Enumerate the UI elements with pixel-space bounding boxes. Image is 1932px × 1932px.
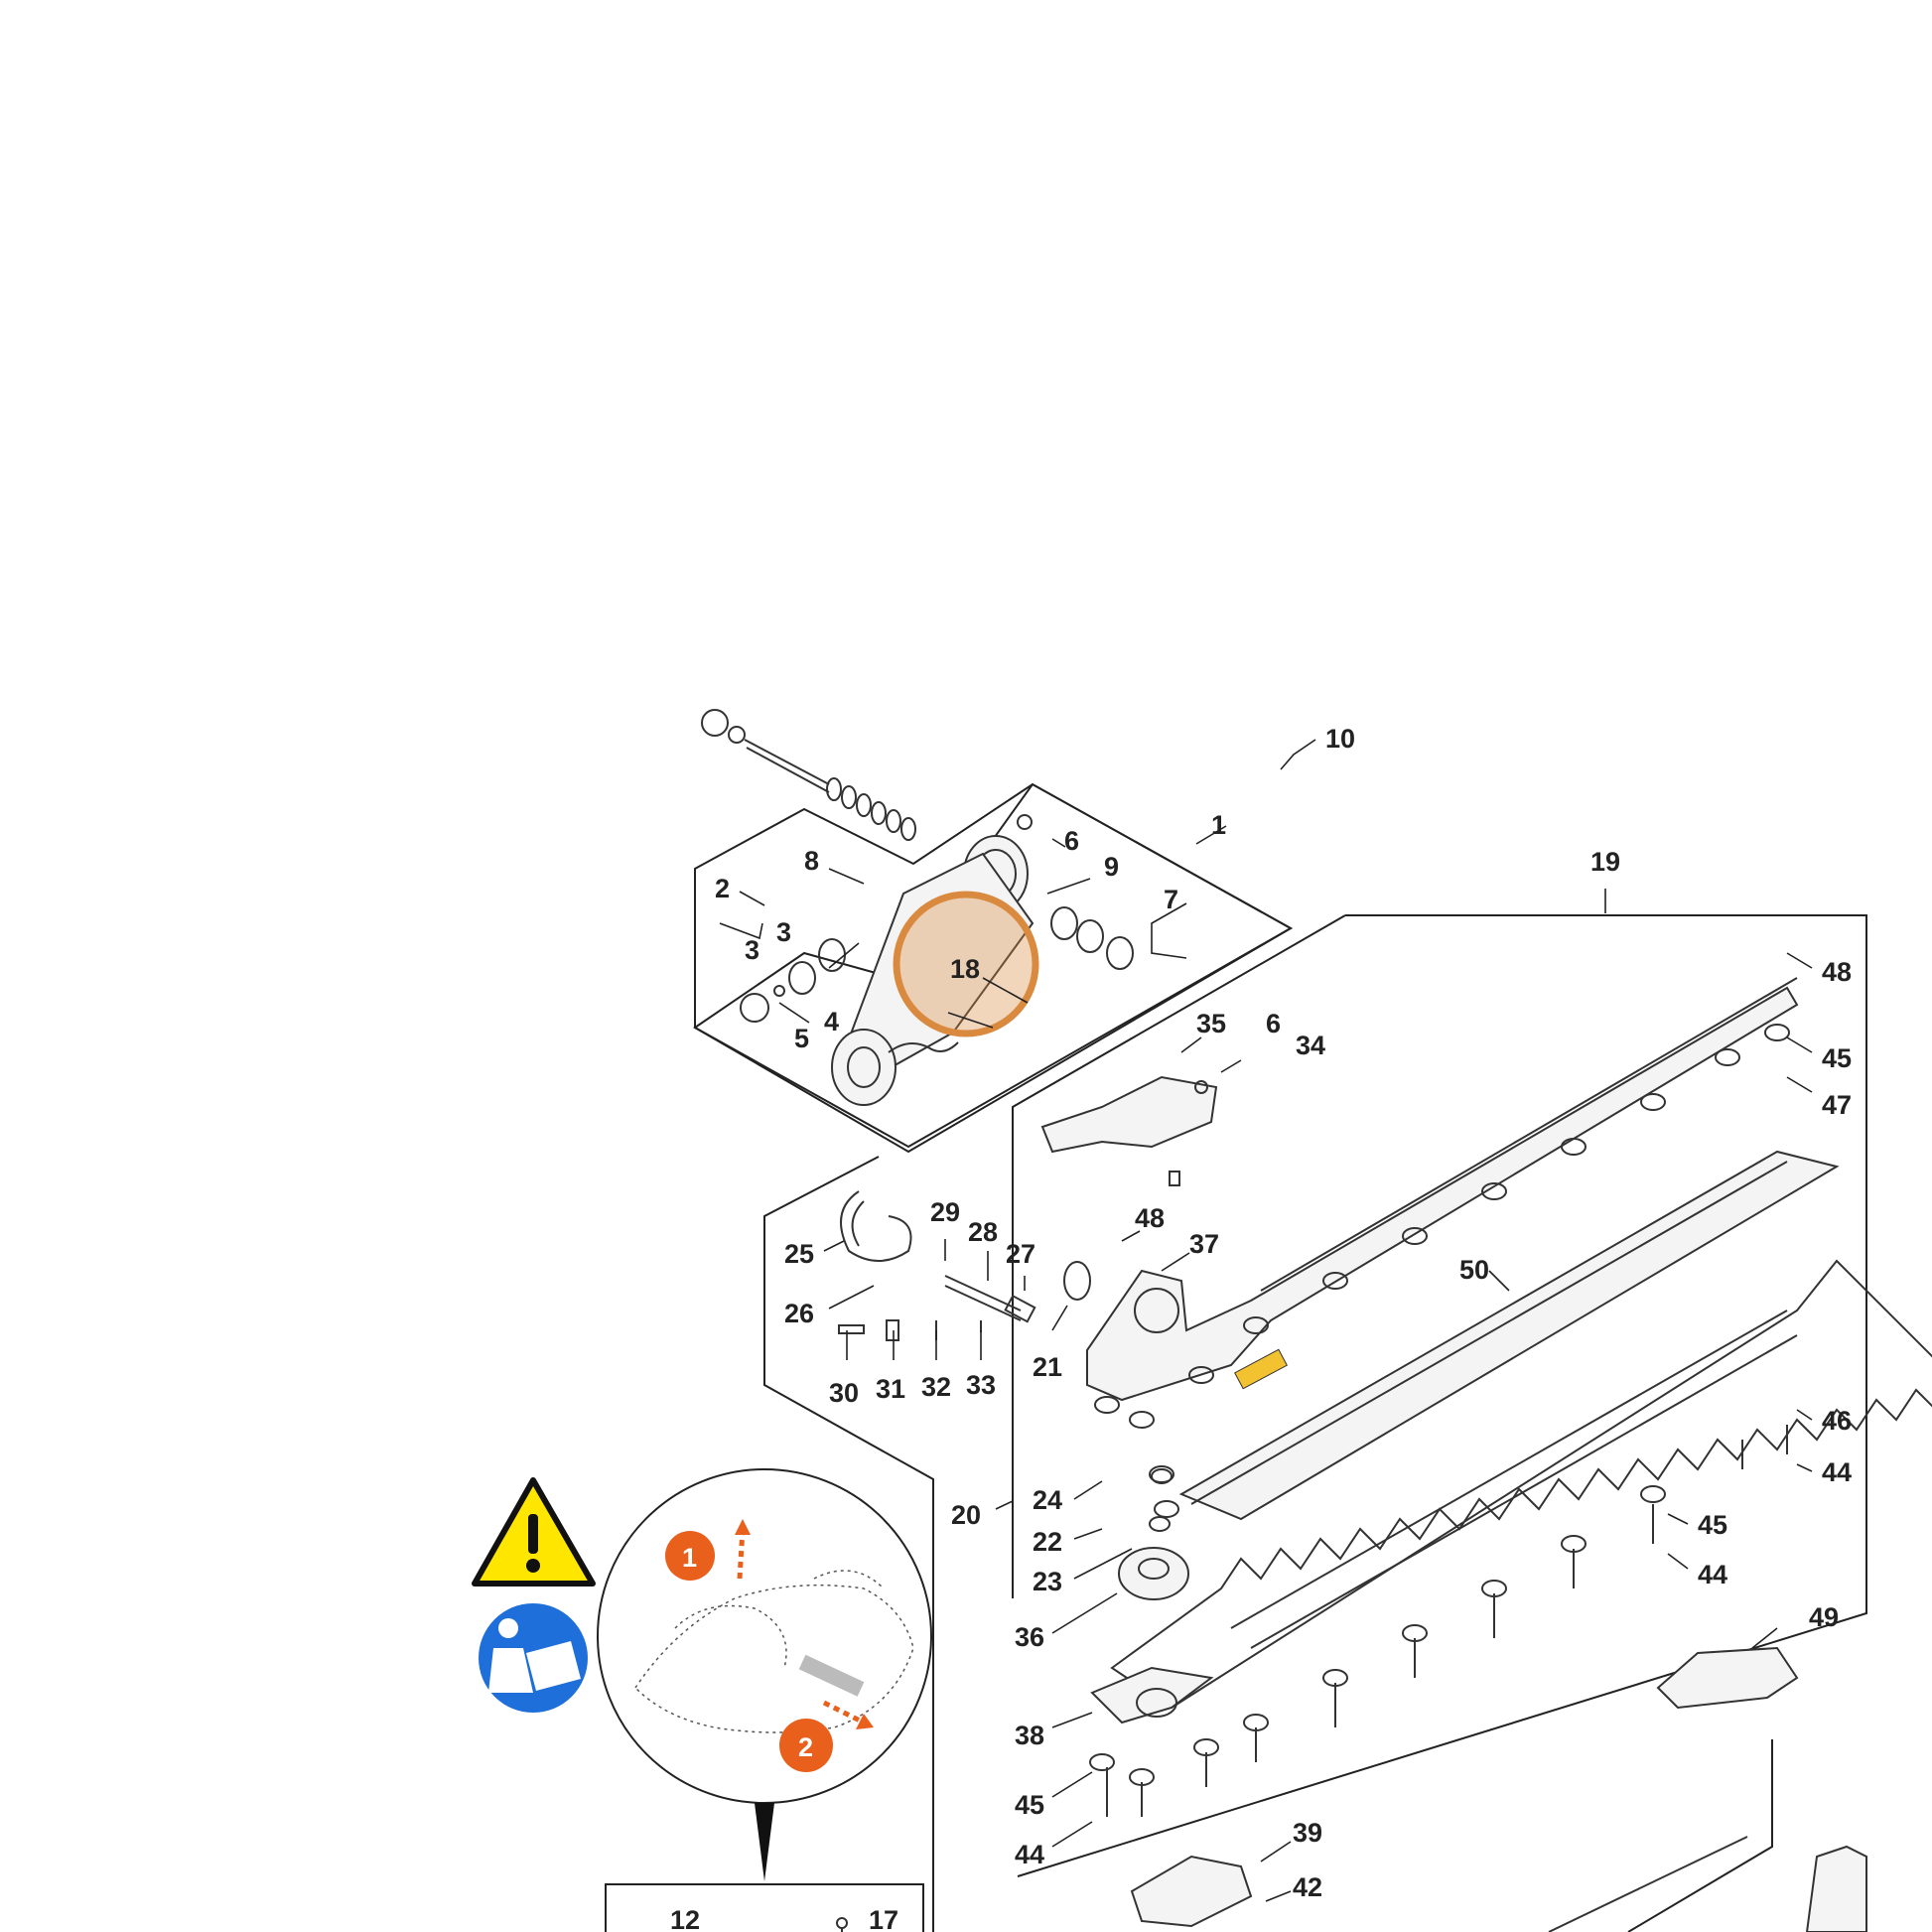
callout-17: 17 [869,1905,898,1932]
callout-45b: 45 [1698,1510,1727,1540]
callout-39: 39 [1293,1818,1322,1848]
blade-frame [1017,914,1867,1877]
callout-labels: 1 2 3 3 4 5 6 7 8 9 10 19 25 26 29 28 27… [670,724,1852,1932]
callout-12: 12 [670,1905,700,1932]
lower-left-frame [763,1156,934,1932]
callout-44b: 44 [1698,1560,1727,1589]
callout-4: 4 [824,1007,839,1036]
step-badge-2: 2 [779,1719,833,1772]
callout-24: 24 [1033,1485,1062,1515]
leader-lines [719,739,1813,1902]
blade-carrier [1086,977,1799,1402]
warning-triangle-icon [472,1477,596,1587]
callout-45c: 45 [1015,1790,1044,1820]
callout-20: 20 [951,1500,981,1530]
callout-48b: 48 [1822,957,1852,987]
key-icon [836,1917,848,1932]
callout-23: 23 [1033,1567,1062,1596]
callout-10: 10 [1325,724,1355,754]
callout-2: 2 [715,874,730,903]
drive-shaft [701,709,916,841]
callout-6b: 6 [1266,1009,1281,1038]
callout-33: 33 [966,1370,996,1400]
callout-46: 46 [1822,1406,1852,1436]
callout-1: 1 [1211,810,1226,840]
lower-parts [1118,1468,1867,1932]
callout-27: 27 [1006,1239,1035,1269]
highlight-marker[interactable]: 18 [893,891,1039,1037]
callout-32: 32 [921,1372,951,1402]
callout-30: 30 [829,1378,859,1408]
washers-screws [1089,1024,1790,1817]
clamp-parts [838,1190,1091,1341]
read-manual-icon [479,1603,588,1713]
step-badge-1: 1 [665,1531,715,1581]
highlight-label: 18 [950,954,980,984]
callout-9: 9 [1104,852,1119,882]
callout-28: 28 [968,1217,998,1247]
callout-21: 21 [1033,1352,1062,1382]
callout-34: 34 [1296,1031,1325,1060]
callout-31: 31 [876,1374,905,1404]
svg-text:1: 1 [682,1543,697,1573]
gear-head-frame-outline [694,782,1294,1154]
callout-3b: 3 [745,935,759,965]
callout-22: 22 [1033,1527,1062,1557]
callout-44a: 44 [1822,1457,1852,1487]
callout-47: 47 [1822,1090,1852,1120]
callout-19: 19 [1590,847,1620,877]
callout-7: 7 [1164,885,1178,914]
callout-45a: 45 [1822,1043,1852,1073]
handle-piece [1040,1075,1218,1186]
callout-35: 35 [1196,1009,1226,1038]
callout-36: 36 [1015,1622,1044,1652]
warning-decal [1234,1348,1288,1390]
cutting-blades [1090,1150,1932,1725]
bottom-inset-box [605,1883,924,1932]
callout-37: 37 [1189,1229,1219,1259]
callout-48a: 48 [1135,1203,1165,1233]
callout-49: 49 [1809,1602,1839,1632]
inner-frame [1012,914,1346,1598]
callout-6: 6 [1064,826,1079,856]
callout-26: 26 [784,1299,814,1328]
callout-44c: 44 [1015,1840,1044,1869]
callout-25: 25 [784,1239,814,1269]
callout-38: 38 [1015,1721,1044,1750]
svg-text:2: 2 [798,1732,813,1762]
callout-3a: 3 [776,917,791,947]
callout-29: 29 [930,1197,960,1227]
callout-42: 42 [1293,1872,1322,1902]
callout-5: 5 [794,1024,809,1053]
highlight-circle[interactable] [893,891,1039,1037]
callout-50: 50 [1459,1255,1489,1285]
detail-inset [597,1468,932,1881]
callout-8: 8 [804,846,819,876]
lower-frame [1627,1739,1773,1932]
